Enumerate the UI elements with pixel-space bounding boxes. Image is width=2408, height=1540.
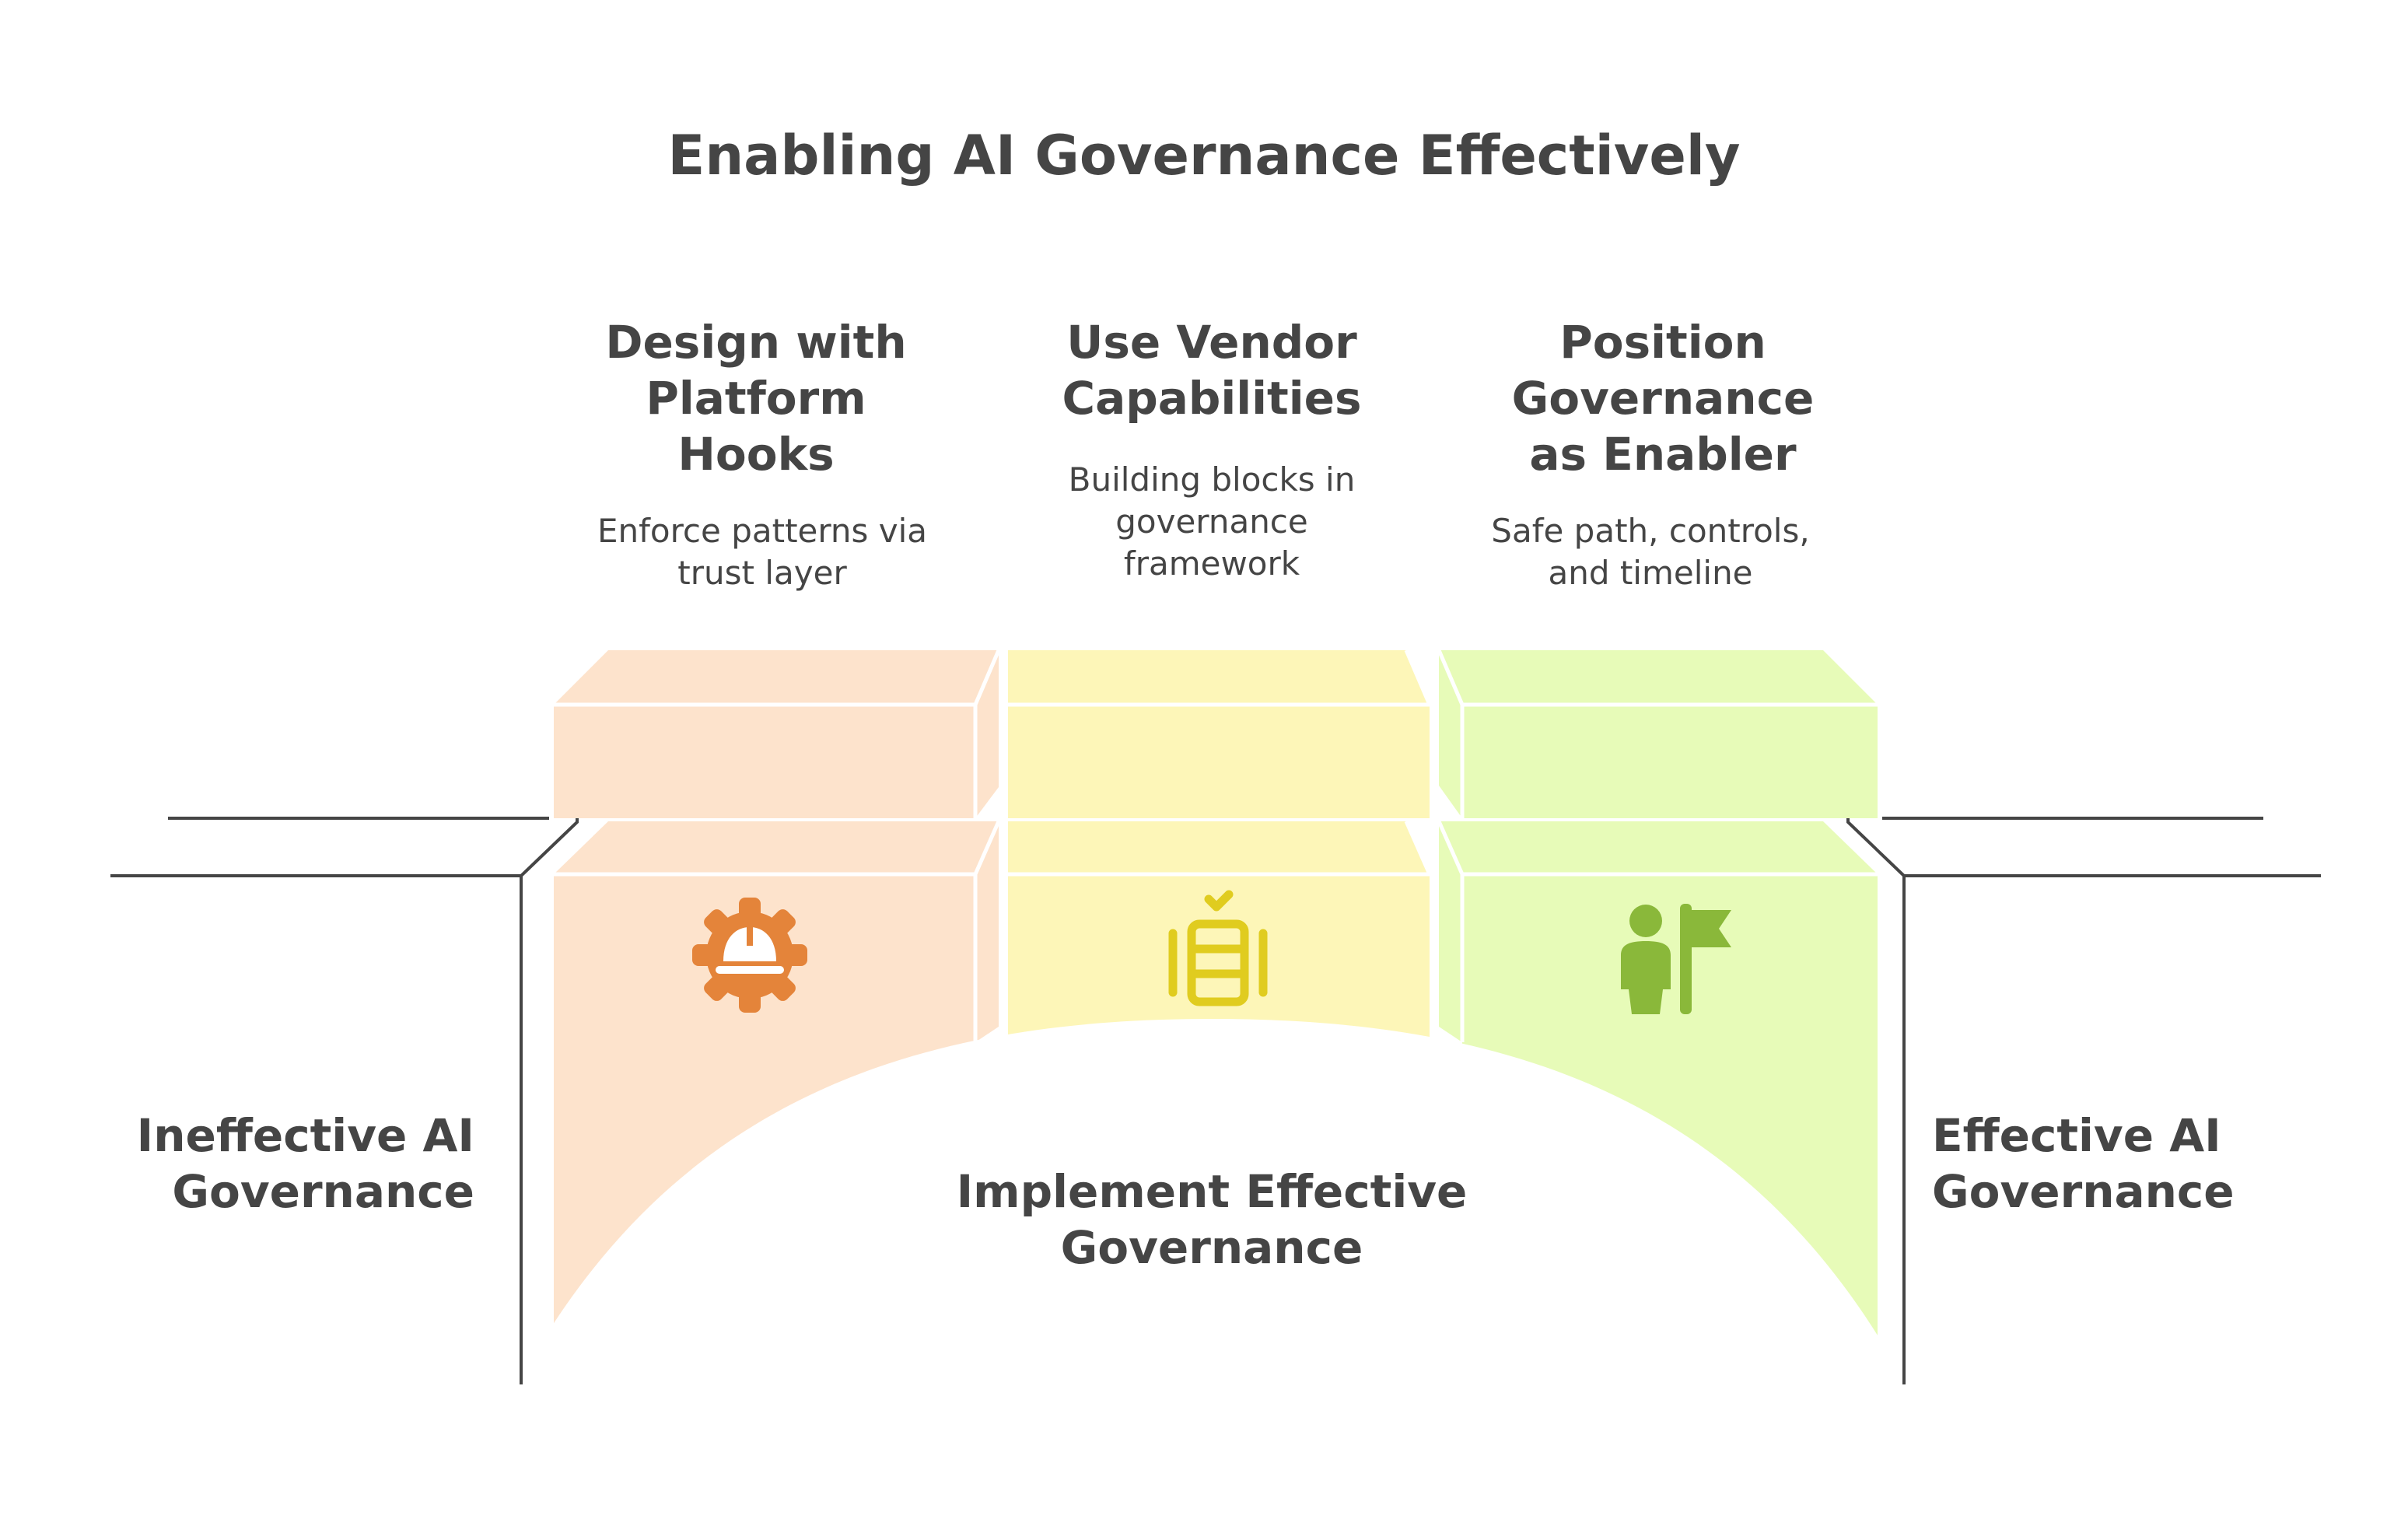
step-1-title-line: Design with (605, 316, 907, 369)
step-1-description: Enforce patterns via trust layer (490, 510, 1034, 594)
step-1-title-line: Hooks (677, 428, 835, 481)
right-cliff (1846, 817, 2321, 1384)
step-2-title-line: Capabilities (1062, 372, 1362, 425)
block-1-front (554, 705, 975, 818)
step-2-description: Building blocks in governance framework (940, 459, 1484, 585)
step-3-title-line: as Enabler (1529, 428, 1797, 481)
step-3-description: Safe path, controls, and timeline (1378, 510, 1923, 594)
step-1-desc-line: Enforce patterns via (597, 512, 928, 550)
gear-helmet-icon (692, 898, 807, 1013)
checklist-blocks-icon (1168, 890, 1268, 1006)
left-label-line: Ineffective AI (136, 1109, 474, 1162)
bottom-label-line: Governance (1060, 1221, 1363, 1274)
step-2-title: Use Vendor Capabilities (901, 314, 1523, 426)
left-cliff (110, 817, 579, 1384)
step-1-title: Design with Platform Hooks (445, 314, 1067, 482)
step-2-desc-line: governance (1115, 502, 1308, 541)
step-3-title: Position Governance as Enabler (1352, 314, 1974, 482)
right-side-label: Effective AI Governance (1932, 1108, 2399, 1220)
step-3-desc-line: and timeline (1548, 554, 1753, 592)
left-label-line: Governance (172, 1165, 474, 1218)
step-2-desc-line: Building blocks in (1068, 460, 1356, 499)
step-2-desc-line: framework (1123, 544, 1300, 583)
step-1-desc-line: trust layer (677, 554, 847, 592)
bottom-label: Implement Effective Governance (901, 1164, 1523, 1276)
step-3-title-line: Governance (1511, 372, 1815, 425)
person-flag-icon (1621, 904, 1731, 1014)
block-1-top-face (554, 650, 999, 705)
step-1-title-line: Platform (646, 372, 866, 425)
diagram-title: Enabling AI Governance Effectively (667, 124, 1741, 187)
step-3-title-line: Position (1559, 316, 1766, 369)
right-label-line: Effective AI (1932, 1109, 2221, 1162)
right-label-line: Governance (1932, 1165, 2235, 1218)
step-3-desc-line: Safe path, controls, (1491, 512, 1810, 550)
step-2-title-line: Use Vendor (1066, 316, 1357, 369)
bottom-label-line: Implement Effective (956, 1165, 1468, 1218)
left-side-label: Ineffective AI Governance (0, 1108, 474, 1220)
